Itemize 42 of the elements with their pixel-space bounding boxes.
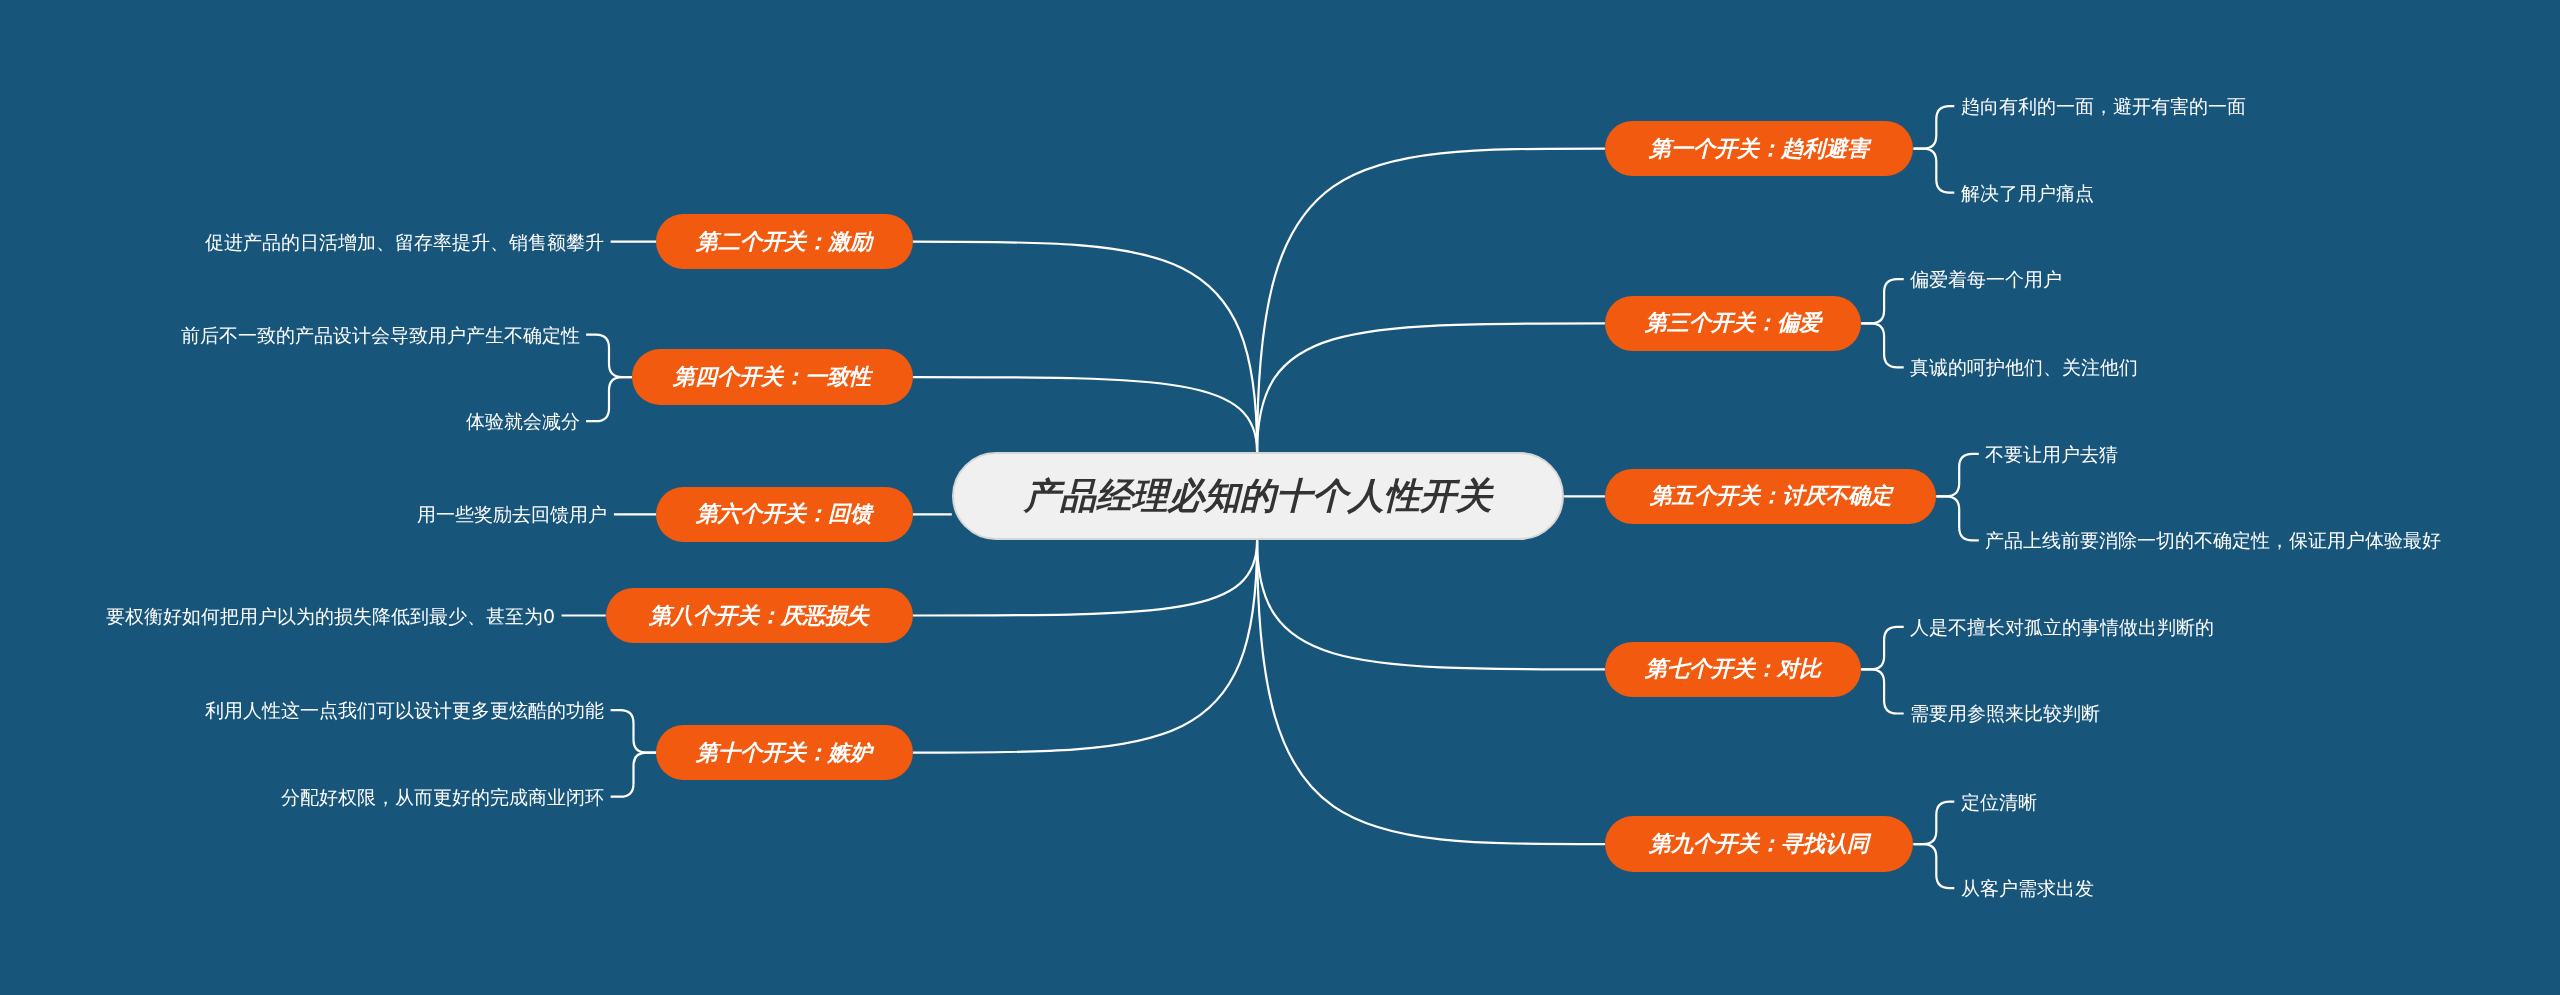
connector-line: [1861, 322, 1904, 369]
leaf-text: 解决了用户痛点: [1960, 180, 2094, 205]
leaf-text: 需要用参照来比较判断: [1910, 701, 2101, 726]
branch-box: 第三个开关：偏爱: [1604, 295, 1862, 351]
branch-box: 第四个开关：一致性: [631, 349, 913, 405]
connector-line: [610, 751, 657, 798]
connector-line: [1936, 495, 1979, 542]
branch-box: 第二个开关：激励: [656, 213, 913, 270]
leaf-text: 不要让用户去猜: [1985, 441, 2119, 466]
branch-box: 第一个开关：趋利避害: [1604, 120, 1914, 177]
branch-box: 第十个开关：嫉妒: [656, 724, 913, 781]
leaf-text: 要权衡好如何把用户以为的损失降低到最少、甚至为0: [106, 603, 556, 628]
leaf-text: 趋向有利的一面，避开有害的一面: [1960, 94, 2246, 119]
leaf-text: 定位清晰: [1960, 789, 2037, 814]
connector-line: [561, 614, 606, 617]
branch-box: 第九个开关：寻找认同: [1604, 816, 1914, 872]
central-topic-box: 产品经理必知的十个人性开关: [951, 452, 1565, 541]
leaf-text: 利用人性这一点我们可以设计更多更炫酷的功能: [205, 698, 605, 723]
leaf-text: 分配好权限，从而更好的完成商业闭环: [281, 784, 605, 809]
connector-line: [586, 376, 632, 423]
leaf-text: 前后不一致的产品设计会导致用户产生不确定性: [180, 322, 580, 347]
leaf-text: 偏爱着每一个用户: [1910, 267, 2063, 292]
connector-line: [912, 513, 952, 516]
branch-box: 第六个开关：回馈: [656, 486, 913, 542]
connector-line: [1913, 843, 1955, 890]
leaf-text: 促进产品的日活增加、留存率提升、销售额攀升: [205, 229, 605, 254]
leaf-text: 人是不擅长对孤立的事情做出判断的: [1910, 614, 2215, 639]
leaf-text: 产品上线前要消除一切的不确定性，保证用户体验最好: [1985, 528, 2442, 553]
branch-box: 第八个开关：厌恶损失: [605, 587, 913, 644]
connector-line: [610, 240, 657, 243]
connector-line: [1564, 495, 1605, 498]
leaf-text: 真诚的呵护他们、关注他们: [1910, 355, 2139, 380]
connector-line: [912, 376, 1259, 453]
connector-line: [1861, 668, 1904, 715]
connector-line: [613, 513, 657, 516]
leaf-text: 体验就会减分: [465, 409, 580, 434]
connector-line: [912, 540, 1259, 754]
leaf-text: 从客户需求出发: [1960, 876, 2094, 901]
branch-box: 第七个开关：对比: [1604, 641, 1862, 698]
leaf-text: 用一些奖励去回馈用户: [417, 502, 608, 527]
branch-box: 第五个开关：讨厌不确定: [1604, 468, 1937, 525]
connector-line: [1913, 147, 1955, 194]
